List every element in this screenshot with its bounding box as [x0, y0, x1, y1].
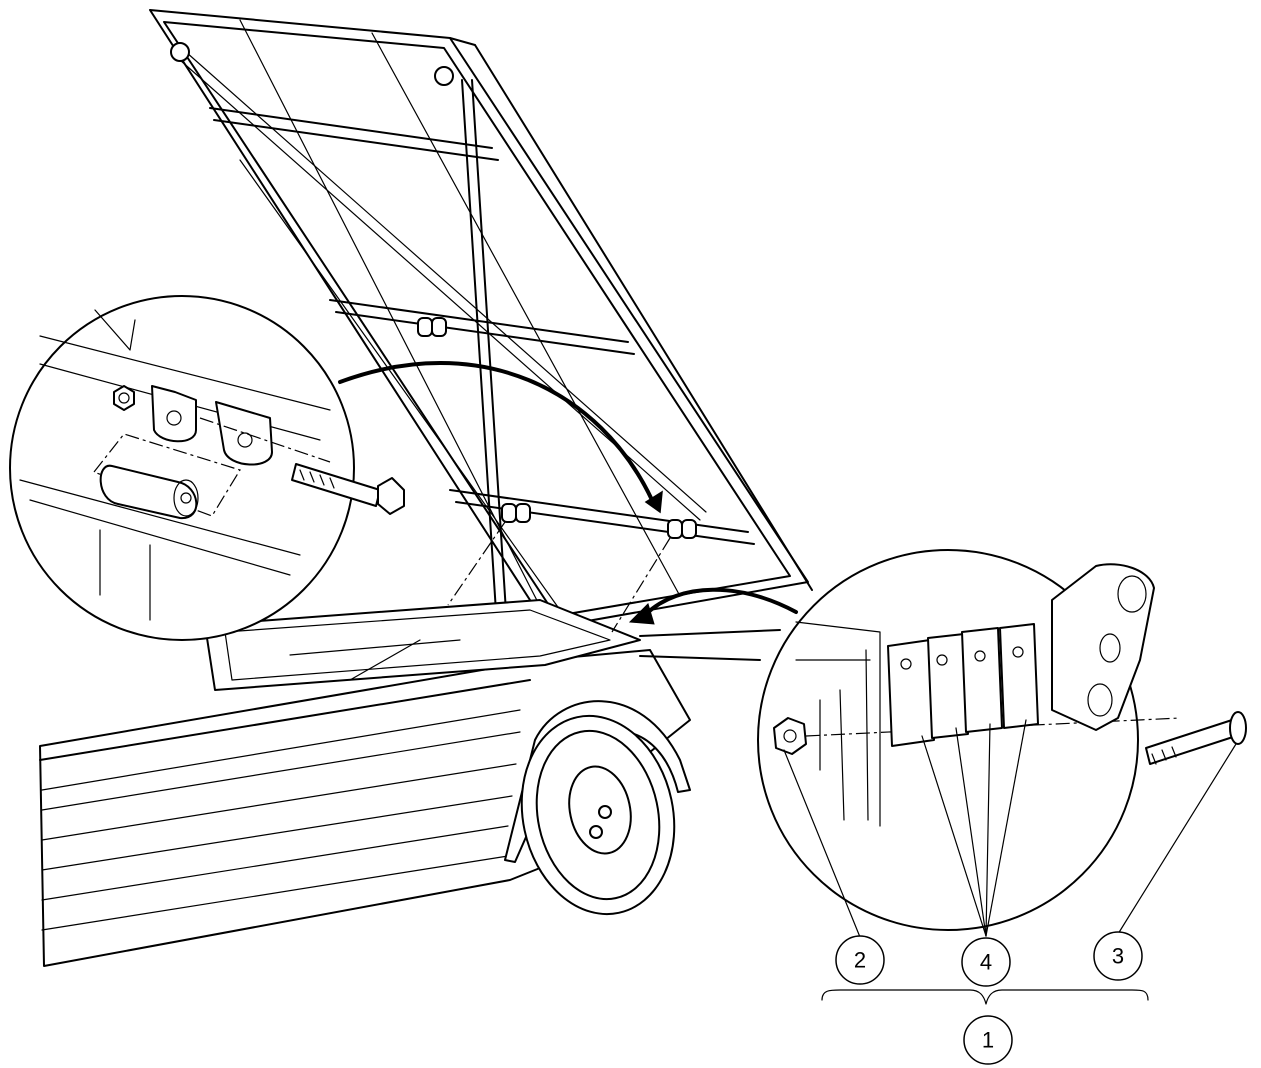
left-detail-view: [9, 295, 405, 641]
group-brace: [821, 989, 1149, 1005]
callout-4-label: 4: [980, 950, 992, 975]
rear-wheel: [520, 714, 676, 916]
callout-1: 1: [963, 1015, 1013, 1065]
callout-3-label: 3: [1112, 944, 1124, 969]
left-detail-leader-arrow: [338, 361, 654, 502]
callout-2-label: 2: [854, 948, 866, 973]
right-hex-nut-icon: [773, 717, 807, 755]
callout-1-label: 1: [982, 1028, 994, 1053]
bolt-head-icon: [377, 477, 405, 515]
hex-nut-icon: [113, 385, 135, 411]
right-detail-view: [639, 549, 1247, 931]
raised-bed-frame: [149, 9, 813, 629]
callout-4: 4: [961, 937, 1011, 987]
carriage-bolt-head-icon: [1229, 711, 1247, 745]
right-detail-leader-arrow: [644, 587, 798, 616]
callout-3: 3: [1093, 931, 1143, 981]
callout-2: 2: [835, 935, 885, 985]
